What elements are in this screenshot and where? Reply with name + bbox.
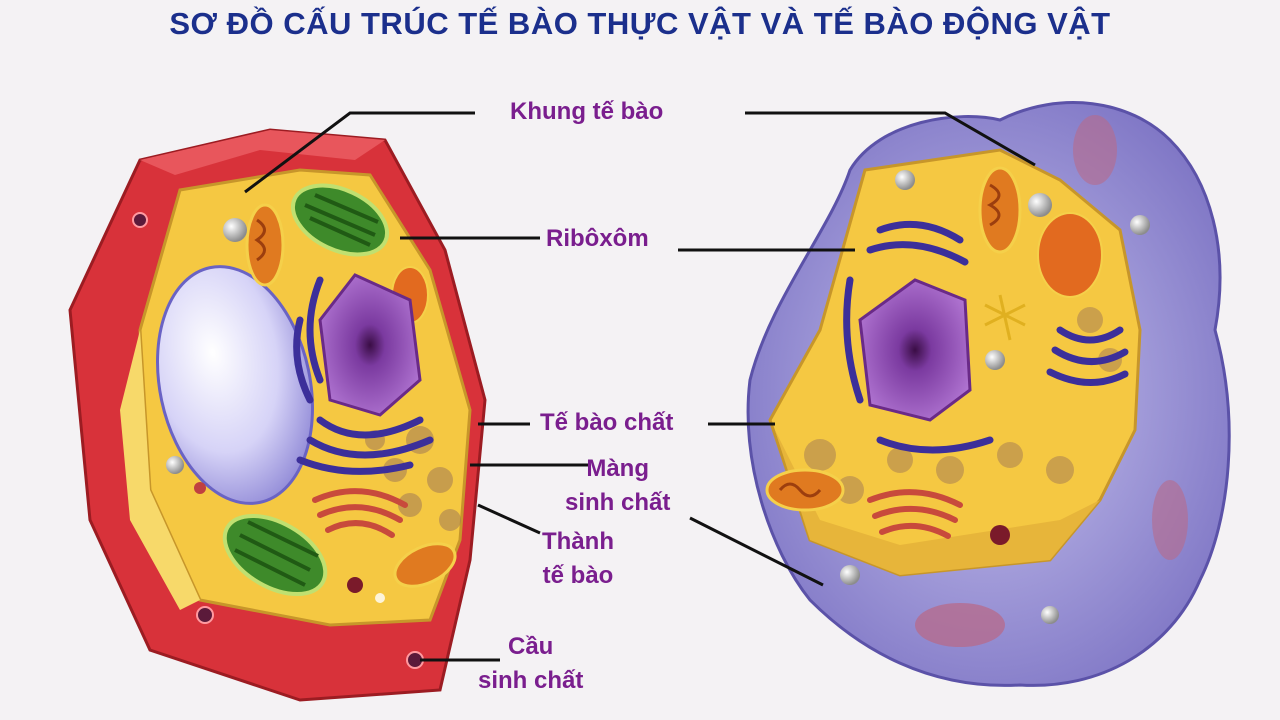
- rough-er: [843, 220, 1129, 454]
- label-cytoskeleton: Khung tế bào: [510, 98, 664, 125]
- mitochondrion: [393, 542, 457, 588]
- plant-vacuole: [156, 265, 314, 505]
- label-cell-wall: Thành tế bào: [542, 525, 614, 593]
- label-plasma-membrane: Màng sinh chất: [565, 452, 670, 520]
- label-plasma-membrane-line2: sinh chất: [565, 489, 671, 516]
- centrosome: [984, 294, 1026, 341]
- animal-nucleus: [858, 278, 972, 422]
- chloroplast: [290, 183, 390, 257]
- plant-nucleus: [318, 273, 422, 417]
- label-plasmodesmata-line2: sinh chất: [478, 667, 584, 694]
- label-cytoplasm: Tế bào chất: [540, 409, 674, 436]
- label-cell-wall-line2: tế bào: [542, 562, 614, 589]
- mitochondrion: [978, 166, 1022, 254]
- leader-cytoskeleton-plant: [244, 111, 475, 194]
- mitochondrion: [765, 468, 845, 512]
- plant-cell: [68, 128, 487, 702]
- diagram-title: SƠ ĐỒ CẤU TRÚC TẾ BÀO THỰC VẬT VÀ TẾ BÀO…: [169, 6, 1111, 41]
- mitochondrion: [245, 203, 285, 287]
- rough-er: [293, 276, 434, 475]
- leader-membrane-animal: [689, 516, 824, 587]
- leader-lines: [244, 111, 1036, 662]
- label-plasmodesmata: Cầu sinh chất: [478, 630, 583, 698]
- label-plasmodesmata-line1: Cầu: [508, 633, 554, 660]
- label-cell-wall-line1: Thành: [542, 528, 614, 555]
- label-plasma-membrane-line1: Màng: [586, 455, 650, 482]
- golgi: [312, 488, 408, 538]
- chloroplast: [222, 513, 328, 597]
- animal-cell: [746, 101, 1231, 687]
- golgi: [867, 489, 963, 539]
- leader-cytoskeleton-animal: [745, 111, 1036, 167]
- label-ribosome: Ribôxôm: [546, 225, 649, 252]
- leader-cell-wall: [477, 503, 541, 535]
